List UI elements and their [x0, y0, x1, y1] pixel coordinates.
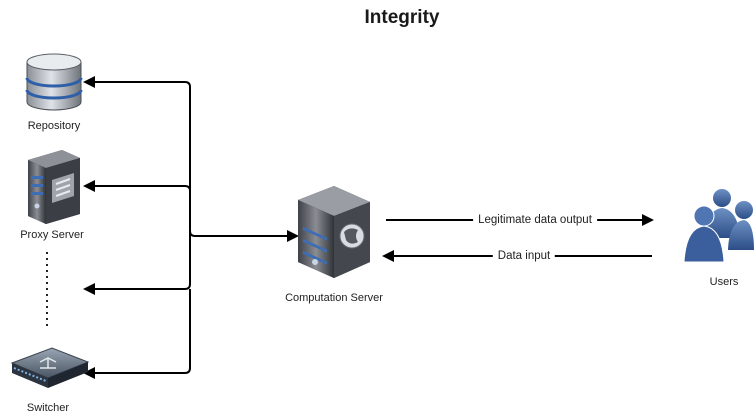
node-label-switcher: Switcher: [26, 402, 70, 414]
connector-lines: [93, 81, 652, 374]
server-globe-icon: [298, 186, 370, 278]
database-icon: [25, 53, 83, 111]
node-label-users: Users: [709, 276, 739, 288]
node-label-proxy-server: Proxy Server: [20, 229, 84, 241]
users-icon: [683, 189, 754, 263]
edge-label-output: Legitimate data output: [473, 214, 597, 226]
edge-label-input: Data input: [492, 250, 556, 262]
connector-proxy: [93, 185, 191, 236]
arrowhead-switcher: [83, 367, 95, 379]
node-label-repository: Repository: [27, 120, 81, 132]
arrowhead-repository: [83, 76, 95, 88]
arrowhead-input: [382, 250, 394, 262]
arrowheads: [83, 76, 654, 379]
connector-switcher: [93, 289, 191, 374]
server-icon: [28, 150, 80, 224]
arrowhead-computation-server: [287, 230, 299, 242]
arrowhead-middle: [83, 283, 95, 295]
page-title: Integrity: [364, 7, 440, 28]
arrowhead-users: [642, 214, 654, 226]
connector-repository: [93, 81, 290, 237]
node-label-computation-server: Computation Server: [285, 292, 383, 304]
connector-middle: [93, 236, 191, 290]
network-switch-icon: [10, 347, 90, 388]
arrowhead-proxy: [83, 180, 95, 192]
